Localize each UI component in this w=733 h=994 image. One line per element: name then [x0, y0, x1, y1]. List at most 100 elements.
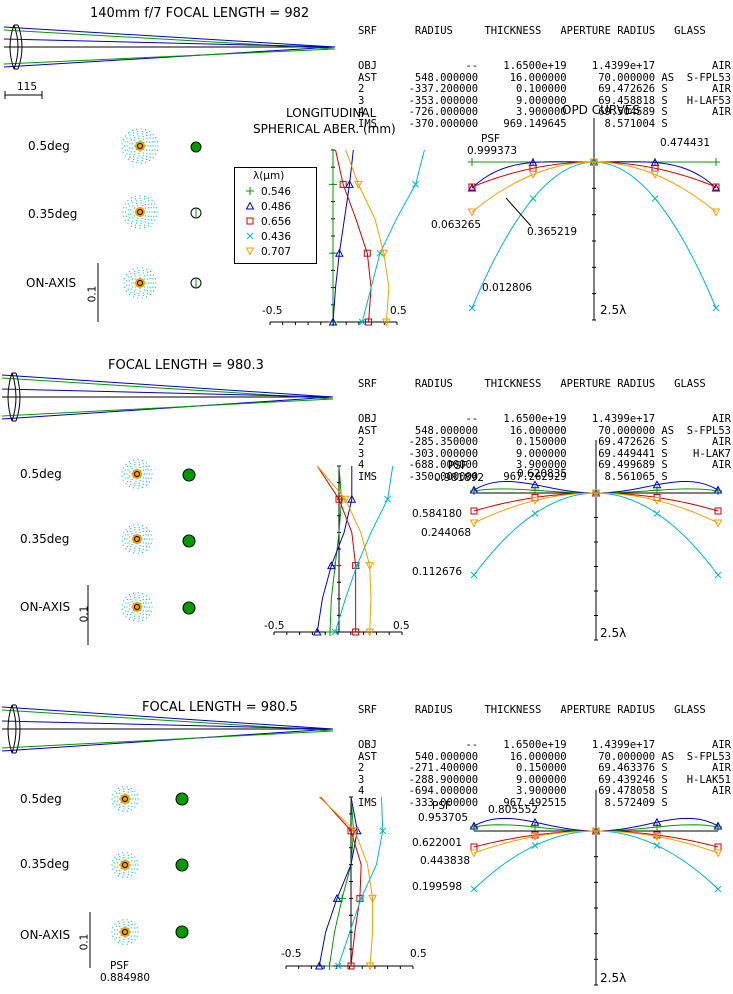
spot-diagram	[131, 611, 133, 613]
sa-axis-neg: -0.5	[262, 305, 283, 317]
psf-value: 0.620835	[517, 468, 568, 480]
spot-diagram	[127, 132, 130, 134]
psf-label: PSF	[110, 960, 130, 972]
spot-diagram	[134, 198, 137, 200]
spot-diagram	[138, 547, 140, 549]
sa-marker	[379, 249, 389, 258]
spot-diagram	[130, 598, 132, 601]
spot-diagram	[150, 282, 152, 284]
spot-diagram	[117, 942, 120, 944]
spot-diagram	[133, 145, 136, 147]
spot-diagram	[134, 618, 136, 620]
table-row: OBJ -- 1.6500e+19 1.4399e+17 AIR	[358, 59, 731, 72]
spot-diagram	[132, 864, 134, 866]
spot-diagram	[121, 608, 123, 610]
spot-diagram	[123, 941, 125, 943]
spot-diagram	[135, 466, 137, 468]
spot-diagram	[151, 149, 153, 151]
spot-diagram	[153, 215, 155, 217]
spot-diagram	[145, 617, 147, 619]
spot-diagram	[149, 153, 151, 155]
spot-diagram	[115, 804, 118, 806]
spot-diagram	[122, 600, 125, 602]
spot-diagram	[145, 546, 148, 548]
legend-marker	[246, 217, 254, 225]
spot-diagram	[146, 538, 148, 540]
spot-diagram	[143, 286, 145, 288]
spot-diagram	[128, 284, 130, 286]
spot-diagram	[143, 606, 146, 608]
spot-diagram	[135, 275, 137, 277]
spot-diagram	[136, 935, 138, 937]
opd-marker	[713, 519, 723, 528]
spot-diagram	[134, 550, 136, 552]
spot-diagram	[123, 145, 126, 147]
spot-diagram	[142, 548, 144, 550]
spot-diagram	[136, 868, 138, 870]
spot-diagram	[131, 601, 133, 603]
spot-diagram	[128, 280, 130, 282]
table-row: 3 -288.900000 9.000000 69.439246 S H-LAK…	[358, 773, 731, 786]
spot-diagram	[142, 598, 144, 601]
legend-marker	[245, 201, 255, 210]
spot-diagram	[139, 276, 141, 278]
spot-diagram	[152, 290, 155, 292]
spot-diagram	[145, 477, 147, 479]
spot-diagram	[112, 802, 114, 804]
sa-marker	[358, 318, 366, 326]
spot-diagram	[144, 145, 147, 147]
spot-diagram	[119, 870, 121, 872]
spot-diagram	[133, 270, 136, 272]
spot-diagram	[140, 162, 142, 164]
spot-diagram	[150, 534, 152, 536]
spot-diagram	[154, 219, 156, 221]
spot-diagram	[122, 929, 128, 935]
spot-diagram	[116, 862, 118, 864]
spot-diagram	[156, 141, 159, 143]
psf-value: 0.365219	[527, 226, 578, 238]
spot-diagram	[143, 224, 146, 226]
spot-diagram	[141, 217, 143, 219]
opd-heading: OPD CURVES	[562, 103, 640, 117]
spot-diagram	[130, 213, 132, 215]
spot-diagram	[126, 465, 129, 467]
spot-diagram	[132, 217, 134, 219]
spot-diagram	[143, 275, 145, 277]
spot-diagram	[145, 465, 148, 467]
spot-diagram	[134, 536, 140, 542]
spot-diagram	[132, 268, 134, 270]
spot-diagram	[142, 616, 144, 618]
spot-diagram	[131, 935, 133, 937]
spot-diagram	[124, 602, 126, 604]
sa-marker	[365, 562, 375, 571]
spot-diagram	[130, 200, 133, 202]
spot-diagram	[134, 939, 136, 941]
spot-diagram	[145, 207, 147, 209]
psf-value: 0.474431	[660, 137, 711, 149]
spot-diagram	[123, 805, 125, 808]
spot-diagram	[126, 943, 128, 945]
psf-value: 0.999373	[467, 145, 518, 157]
spot-diagram	[142, 610, 144, 612]
spot-diagram	[121, 475, 123, 477]
spot-diagram	[146, 296, 148, 298]
sa-axis-neg: -0.5	[281, 948, 302, 960]
spot-diagram	[122, 796, 128, 802]
spot-diagram	[136, 162, 138, 164]
spot-diagram	[151, 606, 153, 608]
spot-diagram	[126, 786, 128, 788]
spot-diagram	[133, 273, 136, 275]
spot-diagram	[127, 222, 129, 225]
spot-diagram	[125, 207, 127, 209]
spot-diagram	[137, 133, 139, 135]
spot-diagram	[137, 798, 139, 800]
table-row: IMS -333.000000 967.492515 8.572409 S	[358, 796, 731, 809]
spot-diagram	[128, 293, 131, 296]
spot-diagram	[124, 141, 126, 143]
spot-diagram	[148, 610, 150, 612]
spot-diagram	[142, 154, 144, 157]
spot-diagram	[145, 462, 147, 464]
spot-diagram	[142, 477, 144, 479]
spot-diagram	[148, 149, 151, 151]
spot-diagram	[126, 598, 129, 600]
